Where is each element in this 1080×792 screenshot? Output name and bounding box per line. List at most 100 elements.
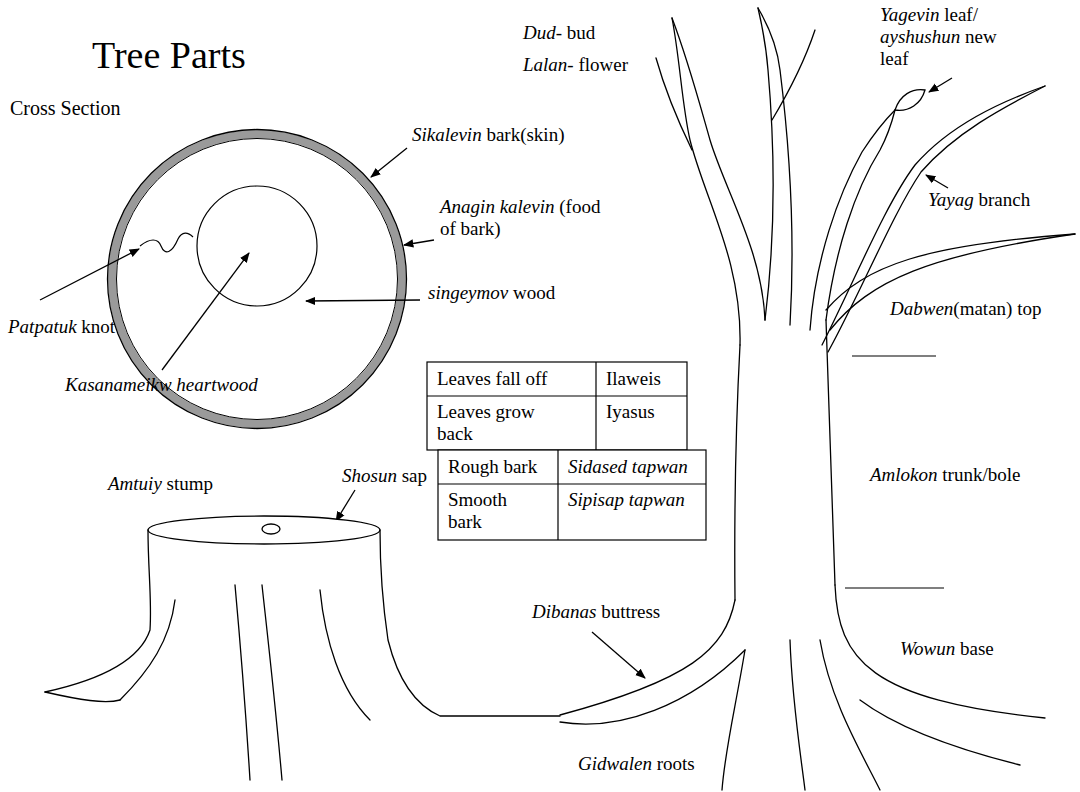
label-text: Dabwen <box>890 298 953 319</box>
heartwood-circle <box>197 186 317 306</box>
table-cell: Smooth bark <box>448 489 541 533</box>
label-text: branch <box>979 189 1031 210</box>
table-cell: Iyasus <box>606 401 655 423</box>
table-cell: Leaves fall off <box>437 368 559 390</box>
cell-text: Leaves fall off <box>437 368 547 389</box>
label-text: Shosun <box>342 465 397 486</box>
label-text: Wowun <box>900 638 955 659</box>
twig-line <box>656 58 692 150</box>
label-text: Gidwalen <box>578 753 652 774</box>
stump-root <box>235 585 250 780</box>
table-cell: Sidased tapwan <box>568 456 688 478</box>
label-text: Sikalevin <box>412 124 482 145</box>
label-text: Cross Section <box>10 97 121 119</box>
root-line <box>722 650 745 790</box>
label-text: leaf/ <box>944 4 978 25</box>
part-label: Lalan- flower <box>523 54 628 76</box>
cell-text: Ilaweis <box>606 368 661 389</box>
root-line <box>790 640 805 790</box>
twig-line <box>772 30 815 120</box>
label-text: Dud <box>523 22 556 43</box>
label-text: bark(skin) <box>486 124 564 145</box>
table-grid <box>427 362 687 450</box>
sap-hole <box>262 524 280 534</box>
part-label: Anagin kalevin (food of bark) <box>440 196 610 240</box>
cell-text: Iyasus <box>606 401 655 422</box>
term-table <box>427 362 706 540</box>
branch-line <box>672 18 740 345</box>
label-text: Dibanas <box>532 601 596 622</box>
branch-line <box>758 8 773 320</box>
label-text: wood <box>513 282 555 303</box>
stump-root <box>120 600 175 700</box>
table-cell: Leaves grow back <box>437 401 559 445</box>
label-text: Amtuiy <box>108 473 162 494</box>
table-grid <box>438 450 706 540</box>
label-text: - bud <box>556 22 596 43</box>
table-cell: Sipisap tapwan <box>568 489 685 511</box>
root-line <box>860 700 1020 765</box>
stump-side <box>380 530 560 716</box>
leader-arrow <box>404 240 434 245</box>
root-flare <box>835 585 1045 718</box>
knot-mark <box>140 233 193 252</box>
part-label: Yayag branch <box>928 189 1030 211</box>
part-label: Kasanameikw heartwood <box>65 374 258 396</box>
table-frame <box>438 450 706 540</box>
label-text: Yagevin <box>880 4 939 25</box>
leader-arrow <box>926 175 948 188</box>
label-text: Kasanameikw heartwood <box>65 374 258 395</box>
part-label: Amlokon trunk/bole <box>870 464 1020 486</box>
stump-root <box>262 585 282 780</box>
part-label: Shosun sap <box>342 465 427 487</box>
leader-arrow <box>592 632 645 678</box>
part-label: Sikalevin bark(skin) <box>412 124 564 146</box>
leader-arrow <box>306 300 420 301</box>
leader-arrow <box>336 490 355 521</box>
stump-top <box>148 516 380 544</box>
label-text: Yayag <box>928 189 974 210</box>
stump-drawing <box>45 516 560 780</box>
section-rule <box>845 587 944 588</box>
cell-text: Smooth bark <box>448 489 507 532</box>
label-text: Amlokon <box>870 464 938 485</box>
table-cell: Rough bark <box>448 456 541 478</box>
branch-line <box>830 234 1075 330</box>
label-text: stump <box>167 473 213 494</box>
label-text: trunk/bole <box>942 464 1020 485</box>
leaf-shape <box>895 90 925 111</box>
cell-text: Sipisap tapwan <box>568 489 685 510</box>
buttress-line <box>560 650 745 724</box>
label-text: sap <box>402 465 427 486</box>
trunk-right <box>826 320 835 585</box>
leader-arrow <box>929 78 952 92</box>
stump-side <box>45 530 151 692</box>
label-text: roots <box>657 753 695 774</box>
part-label: singeymov wood <box>428 282 555 304</box>
label-text: singeymov <box>428 282 508 303</box>
part-label: Dibanas buttress <box>532 601 660 623</box>
stump-root <box>320 590 370 720</box>
stump-root <box>45 692 120 702</box>
label-text: Anagin kalevin <box>440 196 555 217</box>
label-text: base <box>960 638 994 659</box>
branch-line <box>758 8 792 325</box>
title: Tree Parts <box>92 33 246 77</box>
cell-text: Rough bark <box>448 456 537 477</box>
branch-line <box>828 86 1045 352</box>
part-label: Yagevin leaf/ ayshushun new leaf <box>880 4 1005 70</box>
branch-line <box>672 18 765 320</box>
part-label: Dabwen(matan) top <box>890 298 1041 320</box>
cell-text: Sidased tapwan <box>568 456 688 477</box>
label-text: knot <box>81 316 115 337</box>
table-cell: Ilaweis <box>606 368 661 390</box>
leader-arrow <box>162 253 249 370</box>
root-line <box>820 640 880 790</box>
label-text: Lalan <box>523 54 567 75</box>
part-label: Patpatuk knot <box>8 316 115 338</box>
cell-text: Leaves grow back <box>437 401 535 444</box>
leader-arrow <box>371 148 407 177</box>
label-text: ayshushun <box>880 26 960 47</box>
